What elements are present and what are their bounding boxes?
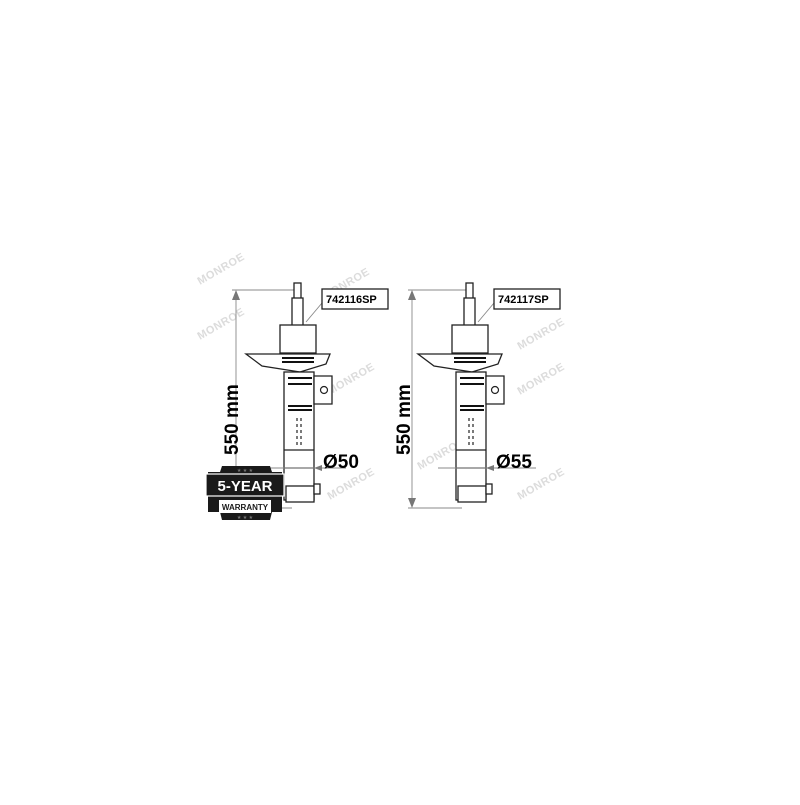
watermark-text: MONROE — [326, 361, 377, 398]
top-mount — [279, 324, 317, 354]
part-code-box-right — [493, 288, 561, 310]
rod-tip — [293, 282, 302, 300]
badge-star-icon: ★ ★ ★ — [237, 468, 254, 474]
side-bracket — [313, 375, 333, 405]
rod-tip — [465, 282, 474, 300]
part-code-left: 742116SP — [326, 294, 377, 306]
part-code-right: 742117SP — [498, 294, 549, 306]
strut-housing — [455, 371, 487, 501]
warranty-years-text: 5-YEAR — [217, 478, 272, 495]
part-code-box-left — [321, 288, 389, 310]
warranty-badge: 5-YEAR WARRANTY ★ ★ ★ ★ ★ ★ — [205, 466, 285, 521]
piston-rod — [291, 297, 304, 327]
length-label-left: 550 mm — [222, 384, 243, 455]
warranty-label-text: WARRANTY — [222, 503, 269, 512]
strut-housing — [283, 371, 315, 501]
piston-rod — [463, 297, 476, 327]
diameter-label-right: Ø55 — [496, 452, 532, 473]
side-bracket — [485, 375, 505, 405]
watermark-text: MONROE — [516, 316, 567, 353]
top-mount — [451, 324, 489, 354]
lower-knuckle — [457, 485, 487, 503]
strut-left: 550 mm Ø50 742116SP — [222, 282, 389, 509]
watermark-text: MONROE — [196, 251, 247, 288]
diameter-label-left: Ø50 — [323, 452, 359, 473]
badge-star-icon: ★ ★ ★ — [237, 515, 254, 521]
lower-knuckle — [285, 485, 315, 503]
strut-right: 550 mm Ø55 742117SP — [394, 282, 561, 509]
length-dimension-right — [408, 289, 470, 509]
length-label-right: 550 mm — [394, 384, 415, 455]
watermark-text: MONROE — [516, 361, 567, 398]
watermark-text: MONROE — [196, 306, 247, 343]
